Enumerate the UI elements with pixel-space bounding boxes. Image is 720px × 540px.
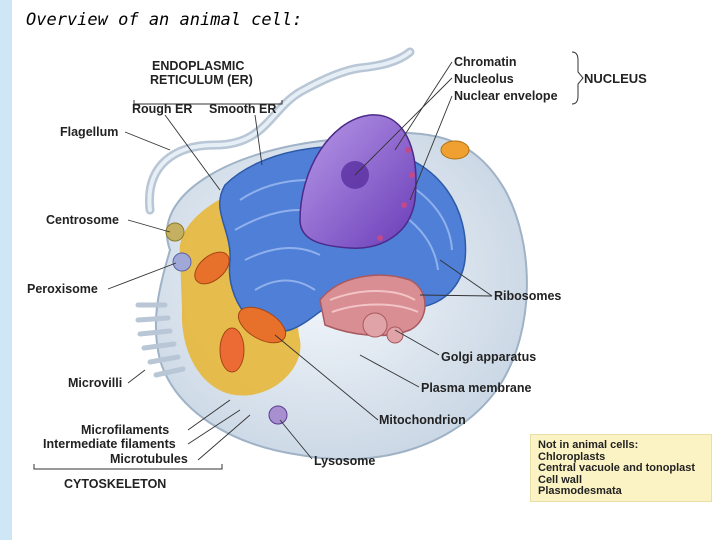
label-intermediate-filaments: Intermediate filaments <box>43 437 176 451</box>
label-er-line2: RETICULUM (ER) <box>150 73 253 87</box>
label-microfilaments: Microfilaments <box>81 423 169 437</box>
note-heading: Not in animal cells: <box>531 435 711 452</box>
label-rough-er: Rough ER <box>132 102 192 116</box>
label-peroxisome: Peroxisome <box>27 282 98 296</box>
label-nucleus: NUCLEUS <box>584 72 647 86</box>
peroxisome-shape <box>173 253 191 271</box>
label-nuclear-envelope: Nuclear envelope <box>454 89 558 103</box>
label-mitochondrion: Mitochondrion <box>379 413 466 427</box>
label-centrosome: Centrosome <box>46 213 119 227</box>
label-chromatin: Chromatin <box>454 55 517 69</box>
label-flagellum: Flagellum <box>60 125 118 139</box>
label-microvilli: Microvilli <box>68 376 122 390</box>
label-cytoskeleton: CYTOSKELETON <box>64 477 166 491</box>
label-lysosome: Lysosome <box>314 454 375 468</box>
label-microtubules: Microtubules <box>110 452 188 466</box>
label-ribosomes: Ribosomes <box>494 289 561 303</box>
label-nucleolus: Nucleolus <box>454 72 514 86</box>
label-golgi-apparatus: Golgi apparatus <box>441 350 536 364</box>
label-plasma-membrane: Plasma membrane <box>421 381 531 395</box>
lysosome-shape <box>269 406 287 424</box>
note-item: Plasmodesmata <box>531 486 711 498</box>
mitochondrion-shape-3 <box>220 328 244 372</box>
label-er-line1: ENDOPLASMIC <box>152 59 244 73</box>
label-smooth-er: Smooth ER <box>209 102 276 116</box>
note-item: Central vacuole and tonoplast <box>531 463 711 475</box>
not-in-animal-cells-box: Not in animal cells: Chloroplasts Centra… <box>530 434 712 502</box>
